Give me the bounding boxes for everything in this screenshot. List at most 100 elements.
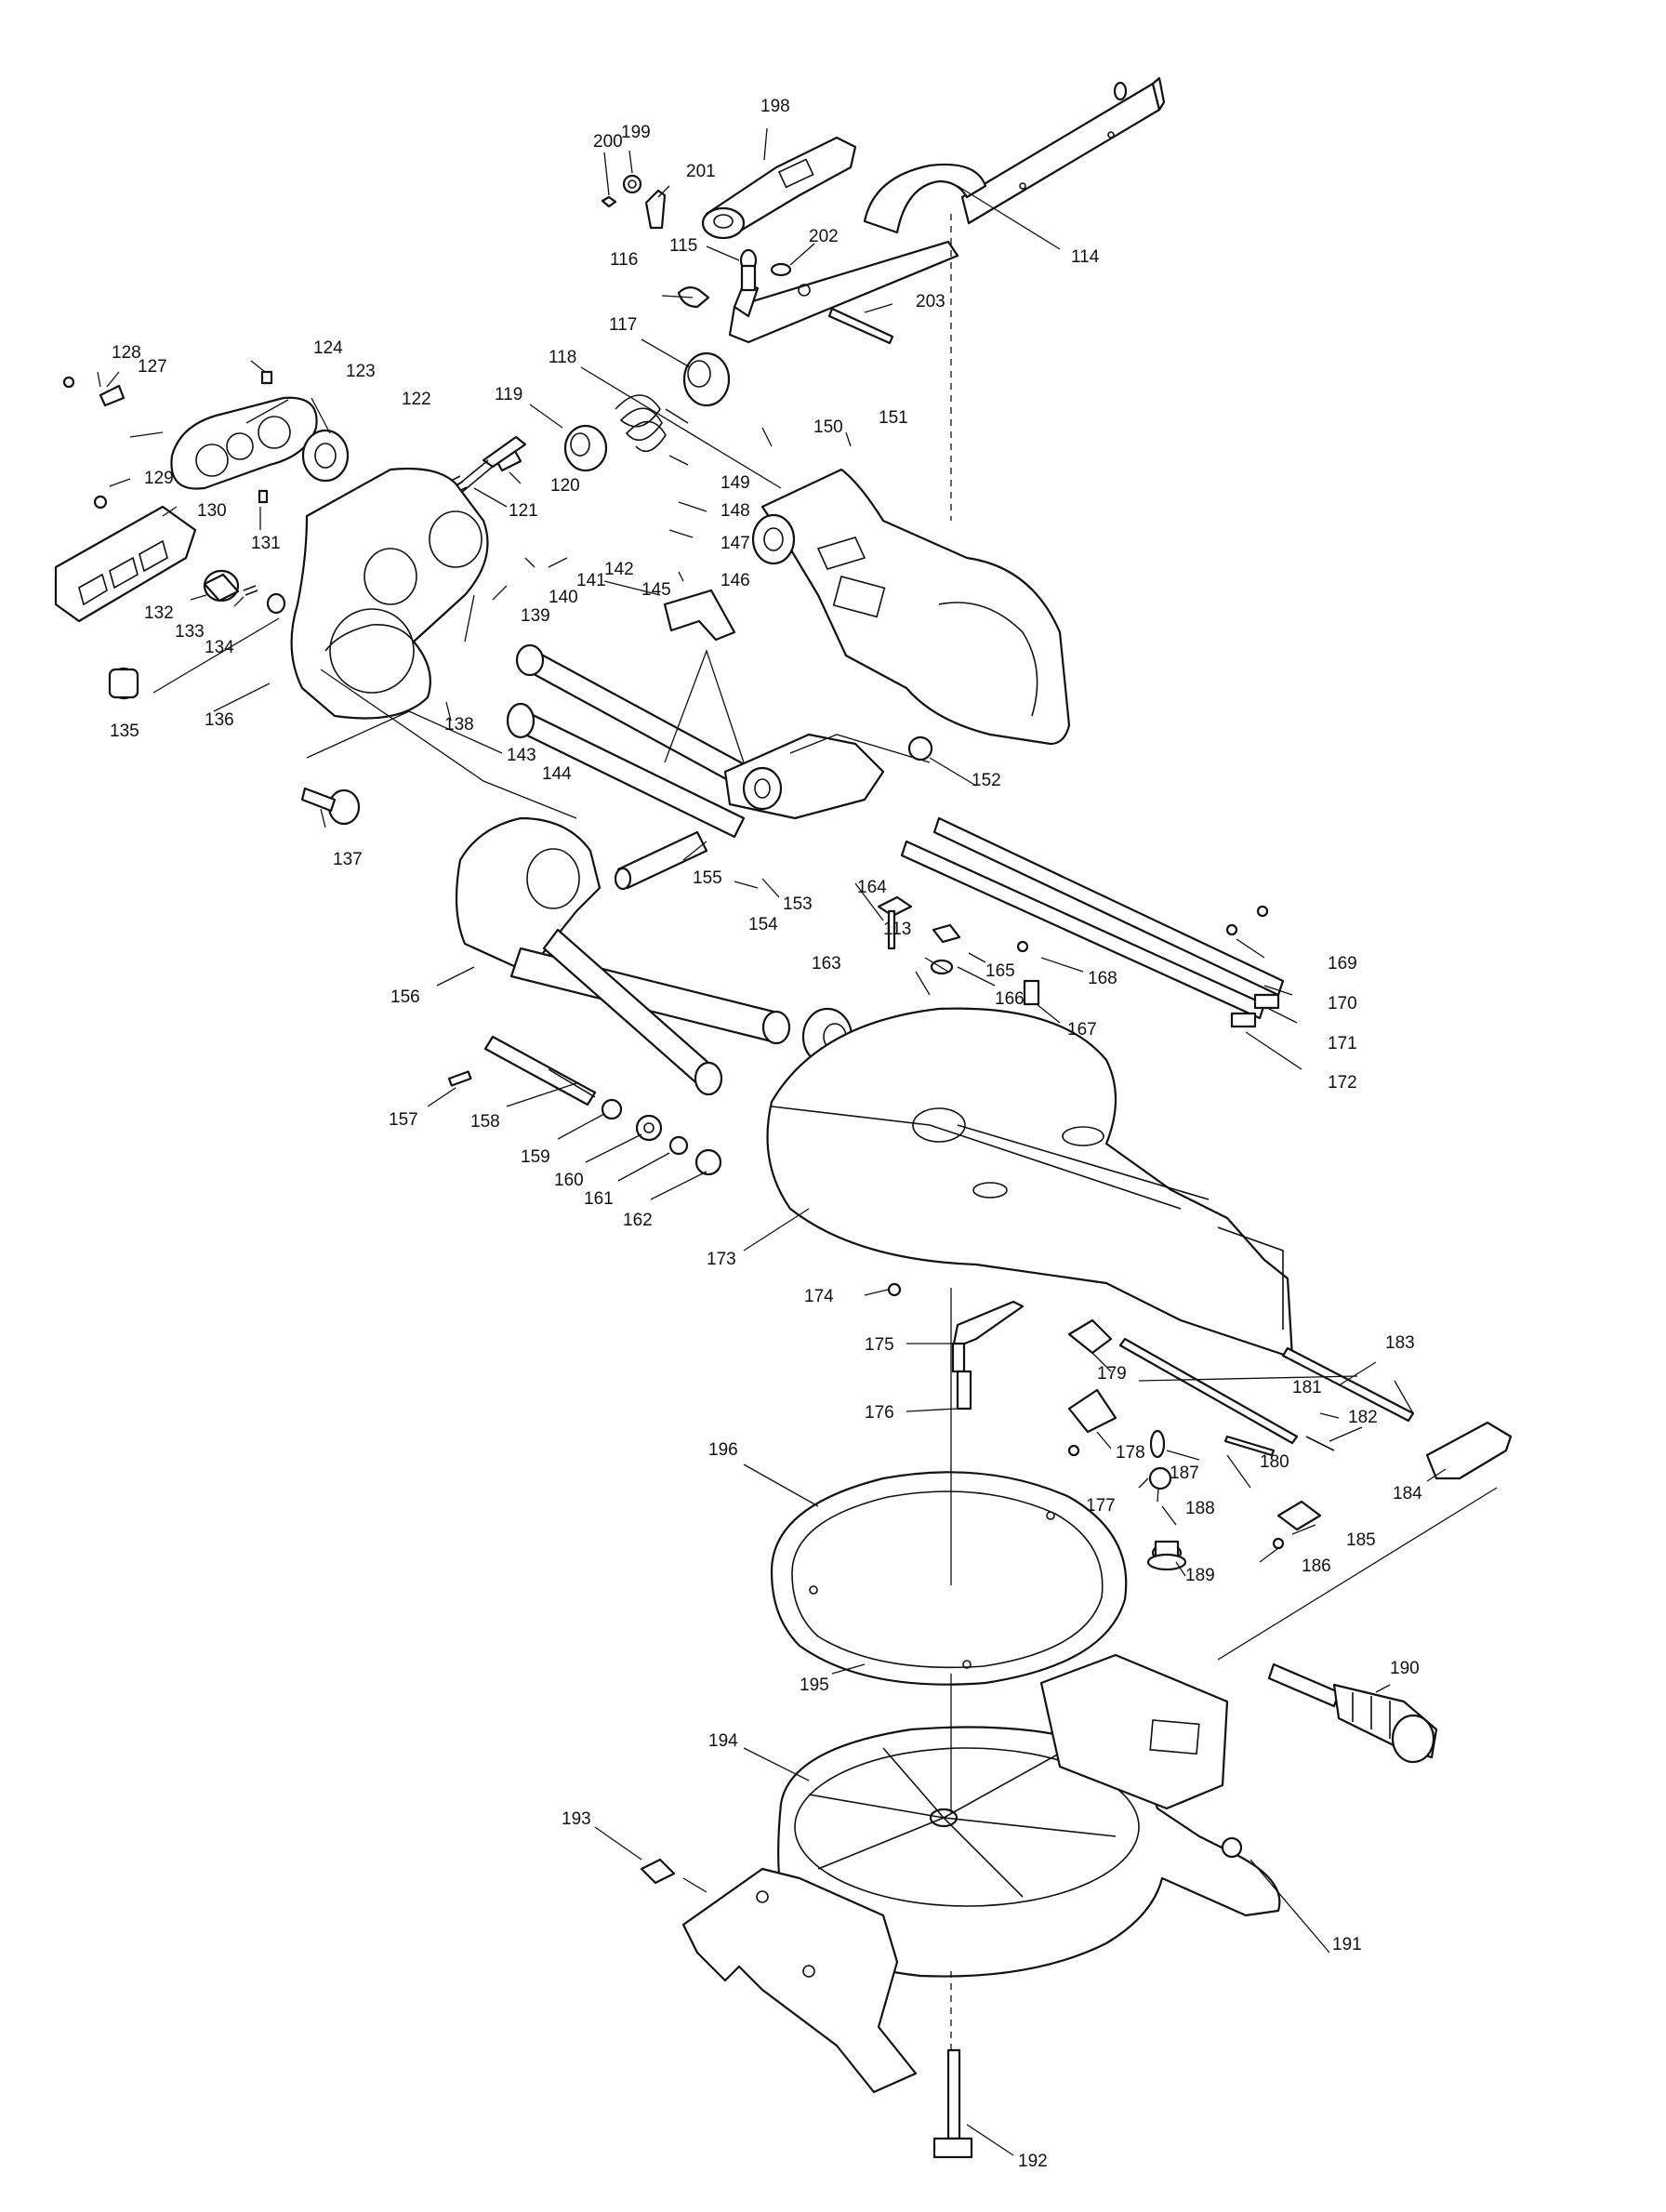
label-157: 157 [389, 1110, 418, 1130]
leader-lines [97, 127, 1447, 2156]
label-167: 167 [1067, 1020, 1097, 1040]
slide-rails-170-172 [900, 816, 1285, 1028]
label-120: 120 [550, 476, 580, 496]
label-114: 114 [1071, 247, 1100, 267]
label-165: 165 [985, 961, 1015, 981]
label-154: 154 [748, 915, 778, 934]
label-115: 115 [669, 236, 697, 256]
small-hardware-top [601, 174, 894, 345]
arm-holder-136 [290, 467, 489, 720]
label-136: 136 [205, 710, 234, 730]
label-181: 181 [1292, 1378, 1322, 1397]
label-172: 172 [1328, 1073, 1357, 1093]
label-121: 121 [509, 501, 538, 521]
label-175: 175 [865, 1335, 894, 1355]
label-179: 179 [1097, 1364, 1127, 1384]
label-134: 134 [205, 638, 234, 657]
handle-130 [54, 505, 197, 623]
label-124: 124 [313, 338, 343, 358]
holder-156 [455, 816, 791, 1096]
label-166: 166 [995, 989, 1025, 1009]
label-116: 116 [610, 250, 638, 270]
label-151: 151 [879, 408, 908, 428]
label-200: 200 [593, 132, 623, 152]
part-123 [170, 396, 318, 490]
label-198: 198 [760, 97, 790, 116]
label-145: 145 [641, 580, 671, 600]
label-138: 138 [444, 715, 474, 735]
bolt-137 [300, 787, 361, 826]
label-187: 187 [1170, 1464, 1199, 1483]
mid-right-hardware [877, 895, 1513, 1859]
label-173: 173 [707, 1250, 736, 1269]
left-small-parts [62, 370, 286, 700]
label-140: 140 [549, 588, 578, 607]
upper-blade-housing [751, 468, 1071, 746]
label-132: 132 [144, 603, 174, 623]
label-163: 163 [812, 954, 841, 974]
label-176: 176 [865, 1403, 894, 1423]
label-117: 117 [609, 315, 637, 335]
label-119: 119 [495, 385, 522, 404]
label-169: 169 [1328, 954, 1357, 974]
label-137: 137 [333, 850, 363, 869]
label-184: 184 [1393, 1484, 1422, 1503]
label-191: 191 [1332, 1935, 1362, 1954]
label-146: 146 [721, 571, 750, 590]
label-147: 147 [721, 534, 750, 553]
label-180: 180 [1260, 1452, 1289, 1472]
label-202: 202 [809, 227, 839, 246]
pin-155 [614, 830, 708, 891]
label-130: 130 [197, 501, 227, 521]
sleeve-119 [563, 424, 608, 472]
label-152: 152 [972, 771, 1001, 790]
label-199: 199 [621, 123, 651, 142]
label-127: 127 [138, 357, 167, 377]
label-133: 133 [175, 622, 205, 642]
base-194 [777, 1653, 1281, 1978]
label-168: 168 [1088, 969, 1117, 988]
label-182: 182 [1348, 1408, 1378, 1427]
center-lines [306, 214, 1498, 2050]
turn-base-173 [766, 1007, 1294, 1359]
label-135: 135 [110, 722, 139, 741]
lower-bolts [640, 1282, 973, 2159]
label-185: 185 [1346, 1530, 1376, 1550]
label-142: 142 [604, 560, 634, 579]
label-148: 148 [721, 501, 750, 521]
label-203: 203 [916, 292, 945, 311]
label-193: 193 [562, 1809, 591, 1829]
label-161: 161 [584, 1189, 614, 1209]
label-183: 183 [1385, 1333, 1415, 1353]
base-foot-left [681, 1867, 918, 2094]
part-198 [701, 136, 857, 240]
label-195: 195 [800, 1676, 829, 1695]
part-labels: 200 199 198 201 202 115 114 116 203 117 … [110, 97, 1422, 2171]
label-178: 178 [1116, 1443, 1145, 1463]
label-139: 139 [521, 606, 550, 626]
label-171: 171 [1328, 1034, 1357, 1053]
label-170: 170 [1328, 994, 1357, 1013]
label-160: 160 [554, 1171, 584, 1190]
label-156: 156 [390, 987, 420, 1007]
label-201: 201 [686, 162, 716, 181]
pivot-bracket-146 [663, 589, 885, 820]
label-159: 159 [521, 1147, 550, 1167]
label-141: 141 [576, 571, 606, 590]
label-155: 155 [693, 868, 722, 888]
label-143: 143 [507, 746, 536, 765]
label-164: 164 [857, 878, 887, 897]
label-129: 129 [144, 469, 174, 488]
spring-118 [615, 394, 689, 453]
guide-bracket-assembly [728, 163, 987, 344]
label-189: 189 [1185, 1566, 1215, 1585]
label-150: 150 [813, 417, 843, 437]
label-196: 196 [708, 1440, 738, 1460]
label-123: 123 [346, 362, 376, 381]
label-128: 128 [112, 343, 141, 363]
label-153: 153 [783, 894, 813, 914]
label-118: 118 [549, 348, 576, 367]
label-188: 188 [1185, 1499, 1215, 1518]
